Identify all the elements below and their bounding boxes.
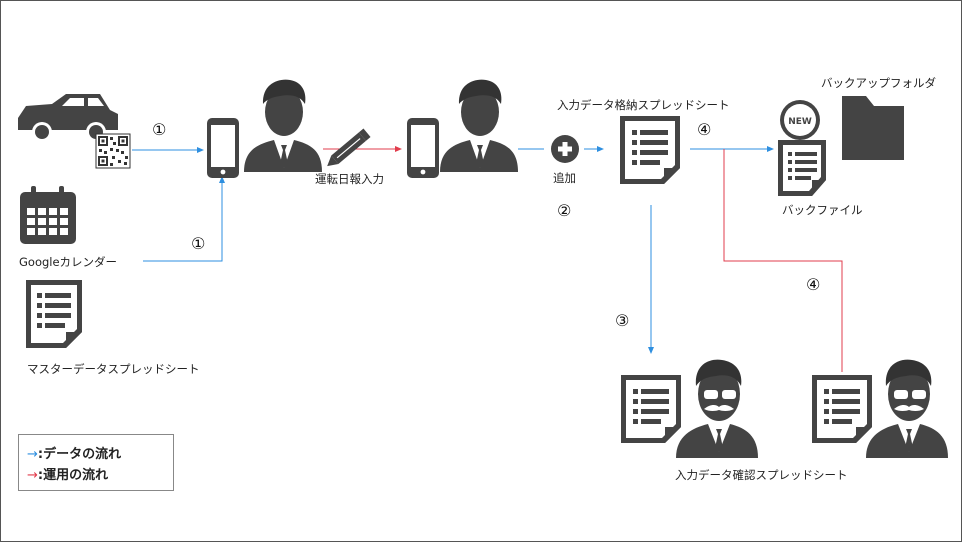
driving-log-input-label: 運転日報入力 bbox=[315, 172, 384, 186]
arrowhead bbox=[197, 147, 204, 153]
arrowhead bbox=[395, 146, 402, 152]
new-badge-text: NEW bbox=[788, 117, 812, 127]
arrowhead bbox=[219, 176, 225, 183]
input-data-sheet-label: 入力データ格納スプレッドシート bbox=[557, 98, 730, 112]
master-sheet-icon bbox=[26, 280, 82, 348]
car-icon bbox=[18, 94, 118, 142]
backup-file-label: バックファイル bbox=[782, 203, 863, 217]
spreadsheet-icon bbox=[620, 116, 680, 184]
businessman-icon bbox=[244, 79, 322, 172]
new-badge-icon: NEW bbox=[780, 100, 820, 140]
step-1-marker: ① bbox=[191, 234, 206, 253]
red-arrow-icon: → bbox=[27, 468, 38, 483]
step-4-marker: ④ bbox=[697, 120, 712, 139]
legend-item-ops-flow: →:運用の流れ bbox=[27, 464, 108, 483]
arrowhead bbox=[767, 146, 774, 152]
arrowhead bbox=[597, 146, 604, 152]
blue-arrow-icon: → bbox=[27, 447, 38, 462]
legend-item-data-flow: →:データの流れ bbox=[27, 443, 121, 462]
google-calendar-label: Googleカレンダー bbox=[19, 255, 118, 269]
master-sheet-label: マスターデータスプレッドシート bbox=[27, 362, 200, 376]
confirm-sheet-icon bbox=[812, 375, 872, 443]
step-2-marker: ② bbox=[557, 201, 572, 220]
confirm-sheet-label: 入力データ確認スプレッドシート bbox=[675, 468, 848, 482]
step-3-marker: ③ bbox=[615, 311, 630, 330]
calendar-icon bbox=[20, 186, 76, 244]
plus-circle-icon bbox=[551, 135, 579, 163]
smartphone-icon bbox=[207, 118, 239, 178]
businessman-icon bbox=[440, 79, 518, 172]
smartphone-icon bbox=[407, 118, 439, 178]
step-1-marker: ① bbox=[152, 120, 167, 139]
flow-ops-review bbox=[723, 149, 843, 372]
legend: →:データの流れ →:運用の流れ bbox=[18, 434, 174, 491]
legend-data-flow-label: :データの流れ bbox=[37, 447, 122, 462]
flow-lines bbox=[132, 146, 843, 372]
legend-ops-flow-label: :運用の流れ bbox=[37, 468, 109, 483]
backup-file-icon bbox=[778, 140, 826, 196]
pencil-icon bbox=[327, 128, 371, 167]
reviewer-icon bbox=[866, 359, 948, 458]
confirm-sheet-icon bbox=[621, 375, 681, 443]
step-4-marker: ④ bbox=[806, 275, 821, 294]
arrowhead bbox=[648, 347, 654, 354]
add-label: 追加 bbox=[553, 171, 576, 185]
reviewer-icon bbox=[676, 359, 758, 458]
flow-calendar-to-phone bbox=[143, 182, 223, 262]
folder-icon bbox=[842, 96, 904, 160]
qr-code-icon bbox=[95, 133, 131, 169]
backup-folder-label: バックアップフォルダ bbox=[821, 76, 936, 90]
